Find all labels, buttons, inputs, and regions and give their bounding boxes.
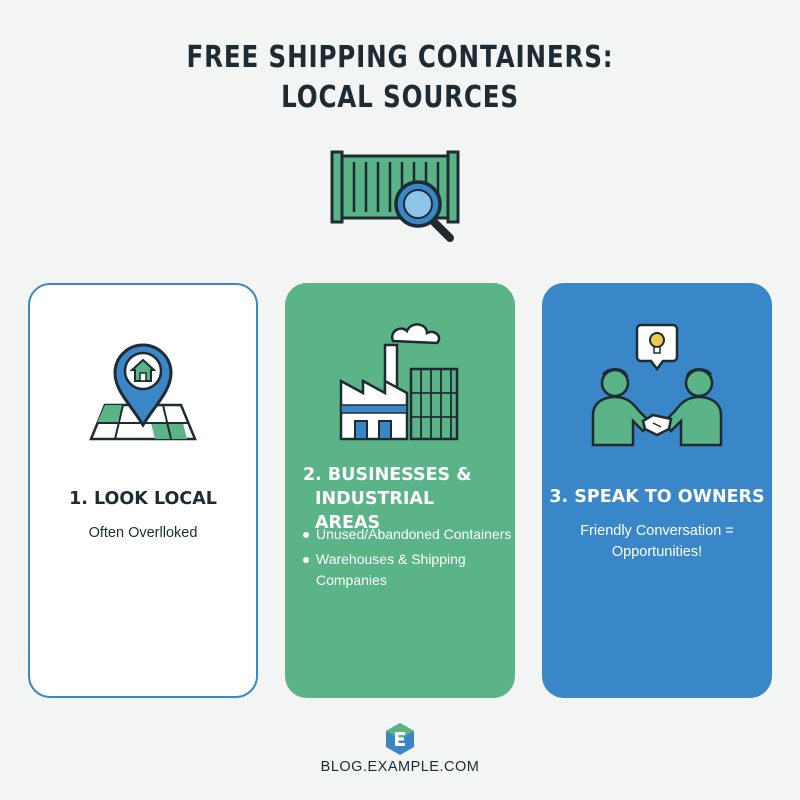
card-2-bullet-list: Unused/Abandoned Containers Warehouses &… [301,524,513,595]
card-look-local: 1. LOOK LOCAL Often Overlloked [28,283,258,698]
hexagon-e-logo [386,723,414,755]
card-3-subtitle: Friendly Conversation = Opportunities! [580,523,734,560]
map-pin-house-icon [89,343,197,441]
card-1-heading: 1. LOOK LOCAL [69,489,217,509]
container-magnifier-icon [330,150,460,242]
factory-containers-icon [339,323,459,441]
handshake-idea-icon [591,323,723,447]
card-2-heading: 2. BUSINESSES & INDUSTRIAL AREAS [303,463,503,535]
card-2-bullet: Unused/Abandoned Containers [301,524,513,545]
page-title-line-1: FREE SHIPPING CONTAINERS: [186,40,614,75]
footer-site-url[interactable]: BLOG.EXAMPLE.COM [320,759,480,775]
card-2-heading-line-2: INDUSTRIAL AREAS [315,489,435,533]
card-businesses-industrial: 2. BUSINESSES & INDUSTRIAL AREAS Unused/… [285,283,515,698]
card-2-bullet: Warehouses & Shipping Companies [301,549,513,591]
page-title: FREE SHIPPING CONTAINERS: LOCAL SOURCES [72,38,728,118]
card-3-heading: 3. SPEAK TO OWNERS [549,487,765,507]
card-speak-to-owners: 3. SPEAK TO OWNERS Friendly Conversation… [542,283,772,698]
card-2-heading-line-1: 2. BUSINESSES & [303,465,472,485]
page-title-line-2: LOCAL SOURCES [281,80,519,115]
card-1-subtitle: Often Overlloked [88,525,198,541]
